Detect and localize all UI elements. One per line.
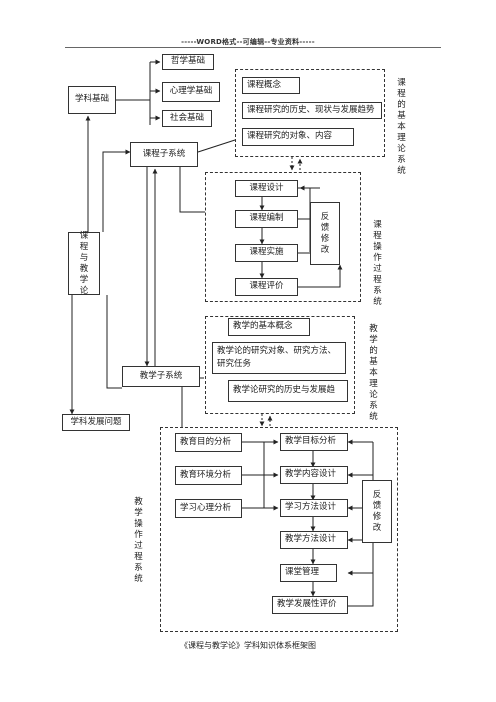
teaching-history-box: 教学论研究的历史与发展趋	[228, 380, 348, 402]
teaching-process-label: 教学操作过程系统	[134, 497, 143, 584]
learning-psychology-box: 学习心理分析	[175, 499, 242, 518]
teaching-method-box: 教学方法设计	[280, 531, 348, 549]
connector-root-curriculum	[102, 149, 131, 232]
teaching-objective-box: 教学目标分析	[280, 433, 348, 451]
curriculum-implement-box: 课程实施	[235, 244, 298, 262]
curriculum-feedback-box: 反馈修改	[310, 202, 340, 265]
philosophy-foundation-box: 哲学基础	[162, 54, 214, 70]
connector-foundation-bus	[116, 62, 151, 125]
curriculum-object-box: 课程研究的对象、内容	[242, 128, 354, 146]
curriculum-theory-group	[235, 69, 385, 157]
curriculum-compile-box: 课程编制	[235, 210, 298, 228]
teaching-object-box: 教学论的研究对象、研究方法、研究任务	[212, 342, 346, 374]
curriculum-evaluate-box: 课程评价	[235, 278, 298, 296]
root-node-box: 课程与教学论	[68, 230, 100, 296]
curriculum-process-group	[205, 172, 361, 302]
teaching-evaluation-box: 教学发展性评价	[272, 596, 348, 614]
teaching-feedback-label: 反馈修改	[372, 489, 382, 533]
teaching-content-box: 教学内容设计	[280, 466, 348, 484]
curriculum-theory-label: 课程的基本理论系统	[397, 78, 406, 176]
curriculum-process-label: 课程操作过程系统	[373, 220, 382, 307]
social-foundation-box: 社会基础	[162, 110, 212, 127]
connector-curriculum-process	[179, 167, 205, 213]
teaching-theory-group	[205, 316, 355, 414]
curriculum-concept-box: 课程概念	[242, 77, 300, 94]
psychology-foundation-box: 心理学基础	[162, 82, 220, 102]
teaching-theory-label: 教学的基本理论系统	[369, 324, 378, 422]
education-environment-box: 教育环境分析	[175, 466, 242, 485]
figure-caption: 《课程与教学论》学科知识体系框架图	[180, 641, 316, 650]
header-rule	[65, 47, 441, 48]
teaching-subsystem-box: 教学子系统	[122, 366, 200, 387]
curriculum-history-box: 课程研究的历史、现状与发展趋势	[242, 102, 382, 119]
teaching-process-group	[160, 427, 398, 632]
curriculum-feedback-label: 反馈修改	[320, 211, 330, 255]
curriculum-subsystem-box: 课程子系统	[130, 142, 198, 167]
teaching-concept-box: 教学的基本概念	[228, 318, 310, 336]
connector-root-teaching	[106, 295, 122, 389]
root-node-label: 课程与教学论	[79, 230, 89, 296]
curriculum-design-box: 课程设计	[235, 180, 298, 197]
connector-curriculum-theory	[197, 139, 236, 153]
teaching-feedback-box: 反馈修改	[362, 480, 392, 543]
education-purpose-box: 教育目的分析	[175, 433, 242, 452]
page-header: -----WORD格式--可编辑--专业资料-----	[181, 38, 315, 46]
curriculum-feedback-return	[298, 264, 343, 288]
discipline-foundation-box: 学科基础	[68, 86, 116, 114]
discipline-issues-box: 学科发展问题	[62, 414, 130, 431]
learning-method-box: 学习方法设计	[280, 499, 348, 517]
classroom-management-box: 课堂管理	[280, 564, 337, 582]
